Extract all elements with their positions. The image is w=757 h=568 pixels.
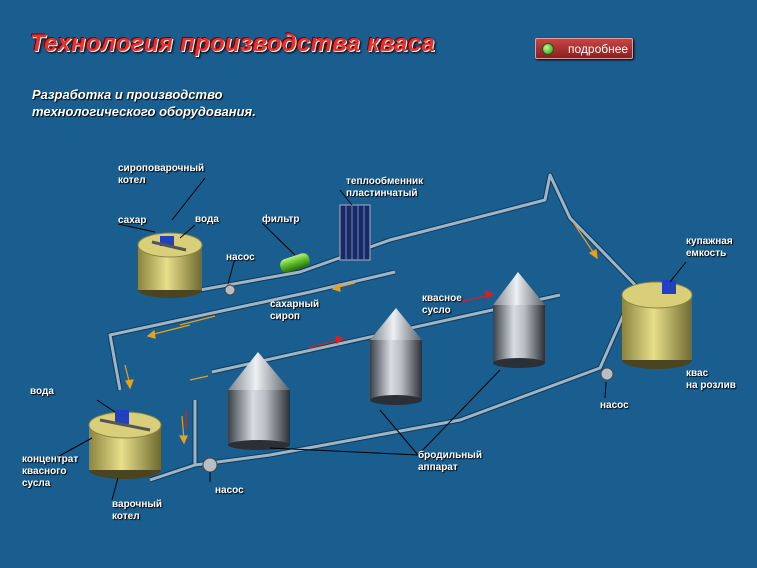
- label-heat-exchanger-line1: теплообменник: [346, 176, 424, 187]
- pipes: [108, 173, 642, 482]
- subtitle-line-1: Разработка и производство: [32, 87, 223, 102]
- green-dot-icon: [542, 42, 554, 55]
- label-syrup-boiler-line1: сироповарочный: [118, 163, 205, 174]
- label-pump-top: насос: [226, 252, 255, 263]
- label-sugar-syrup: сахарный сироп: [270, 299, 319, 323]
- label-kvass-wort: квасное сусло: [422, 293, 462, 317]
- blending-tank: [621, 280, 693, 369]
- label-brew-boiler: варочный котел: [112, 499, 162, 523]
- fermenter-3: [493, 272, 545, 368]
- label-water-top: вода: [195, 214, 219, 225]
- label-blending-tank-line2: емкость: [686, 248, 727, 259]
- label-fermenter: бродильный аппарат: [418, 450, 482, 474]
- pipe-syrup-line: [199, 173, 642, 292]
- label-kvass-wort-line2: сусло: [422, 305, 451, 316]
- label-brew-boiler-line2: котел: [112, 511, 140, 522]
- pump-right-icon: [600, 367, 614, 381]
- label-syrup-boiler: сироповарочный котел: [118, 163, 204, 187]
- more-details-label: подробнее: [568, 41, 629, 56]
- label-kvass-tap: квас на розлив: [686, 368, 736, 392]
- orange-arrows: [124, 221, 598, 445]
- label-filter: фильтр: [262, 214, 300, 225]
- fermenter-1: [228, 352, 290, 450]
- heat-exchanger: [339, 204, 371, 261]
- label-water-bottom: вода: [30, 386, 54, 397]
- pipe-return-line: [108, 270, 396, 391]
- pump-top-icon: [224, 284, 236, 296]
- page-subtitle: Разработка и производство технологическо…: [32, 86, 256, 120]
- label-fermenter-line1: бродильный: [418, 450, 482, 461]
- label-kvass-tap-line1: квас: [686, 368, 709, 379]
- label-concentrate-line2: квасного: [22, 466, 67, 477]
- label-concentrate-line3: сусла: [22, 478, 51, 489]
- pump-bottom-icon: [202, 457, 218, 473]
- label-pump-bottom: насос: [215, 485, 244, 496]
- label-blending-tank: купажная емкость: [686, 236, 733, 260]
- brew-boiler-tank: [88, 410, 162, 479]
- label-heat-exchanger: теплообменник пластинчатый: [346, 176, 423, 200]
- red-arrows: [185, 290, 495, 430]
- pipe-drain-line: [269, 299, 632, 457]
- label-sugar-syrup-line2: сироп: [270, 311, 300, 322]
- syrup-boiler-tank: [137, 232, 203, 298]
- more-details-button[interactable]: подробнее: [535, 38, 633, 59]
- subtitle-line-2: технологического оборудования.: [32, 104, 256, 119]
- filter-unit: [280, 253, 310, 273]
- label-fermenter-line2: аппарат: [418, 462, 458, 473]
- label-heat-exchanger-line2: пластинчатый: [346, 188, 418, 199]
- label-brew-boiler-line1: варочный: [112, 499, 163, 510]
- page-title: Технология производства кваса: [30, 30, 436, 57]
- label-sugar-syrup-line1: сахарный: [270, 299, 320, 310]
- label-pump-right: насос: [600, 400, 629, 411]
- label-kvass-tap-line2: на розлив: [686, 380, 736, 391]
- label-syrup-boiler-line2: котел: [118, 175, 146, 186]
- leader-lines: [51, 177, 687, 501]
- label-concentrate-line1: концентрат: [22, 454, 79, 465]
- fermenter-2: [370, 308, 422, 405]
- label-sugar: сахар: [118, 215, 147, 226]
- label-concentrate: концентрат квасного сусла: [22, 454, 78, 490]
- label-blending-tank-line1: купажная: [686, 236, 733, 247]
- label-kvass-wort-line1: квасное: [422, 293, 462, 304]
